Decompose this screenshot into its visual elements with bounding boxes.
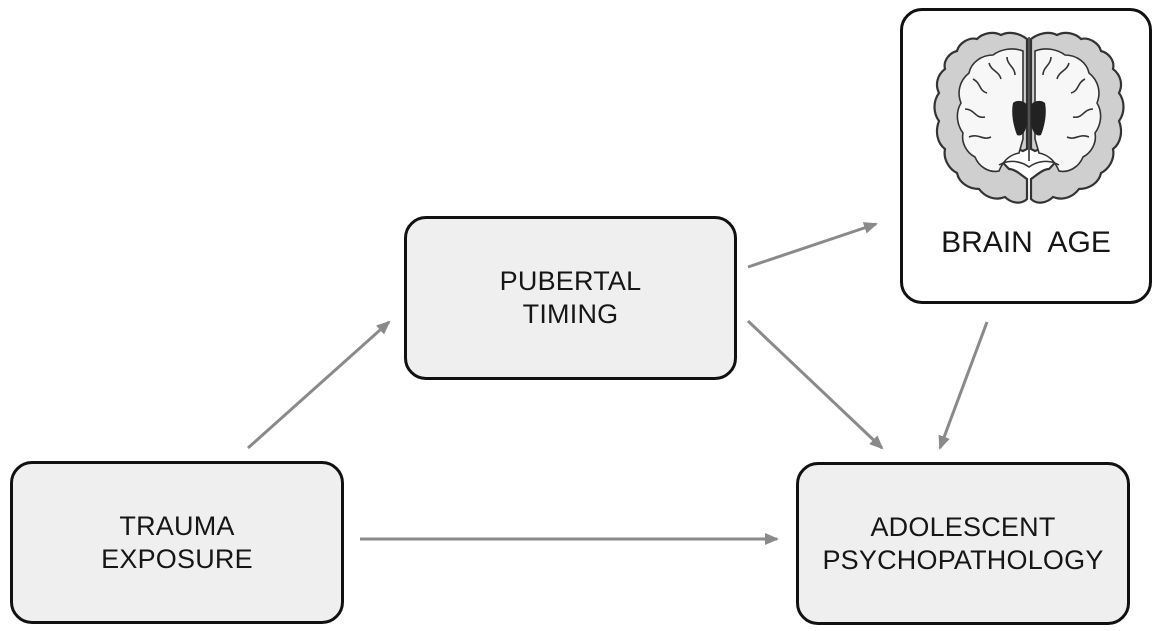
node-adolescent-psychopathology-label: ADOLESCENT PSYCHOPATHOLOGY: [822, 511, 1103, 577]
node-pubertal-timing-line1: PUBERTAL: [499, 266, 642, 296]
node-trauma-exposure-line2: EXPOSURE: [101, 543, 253, 574]
node-trauma-exposure: TRAUMA EXPOSURE: [10, 461, 344, 624]
node-adolescent-psychopathology-line2: PSYCHOPATHOLOGY: [822, 544, 1104, 575]
node-adolescent-psychopathology-line1: ADOLESCENT: [870, 511, 1056, 542]
arrow-trauma-to-pubertal: [247, 320, 391, 450]
node-adolescent-psychopathology: ADOLESCENT PSYCHOPATHOLOGY: [796, 462, 1130, 625]
node-pubertal-timing-line2: TIMING: [522, 299, 619, 329]
brain-coronal-section-icon: [933, 31, 1125, 204]
node-brain-age-label: BRAIN AGE: [941, 226, 1111, 259]
node-brain-age: BRAIN AGE: [900, 8, 1152, 304]
node-trauma-exposure-label: TRAUMA EXPOSURE: [101, 510, 253, 576]
node-pubertal-timing-label: PUBERTAL TIMING: [500, 265, 642, 331]
arrow-pubertal-to-psychopathology: [746, 319, 884, 450]
ventricles-icon: [1012, 100, 1046, 136]
node-pubertal-timing: PUBERTAL TIMING: [404, 216, 737, 380]
arrow-brain-age-to-psychopathology: [938, 321, 989, 450]
node-trauma-exposure-line1: TRAUMA: [119, 510, 235, 541]
arrow-pubertal-to-brain-age: [747, 222, 878, 269]
